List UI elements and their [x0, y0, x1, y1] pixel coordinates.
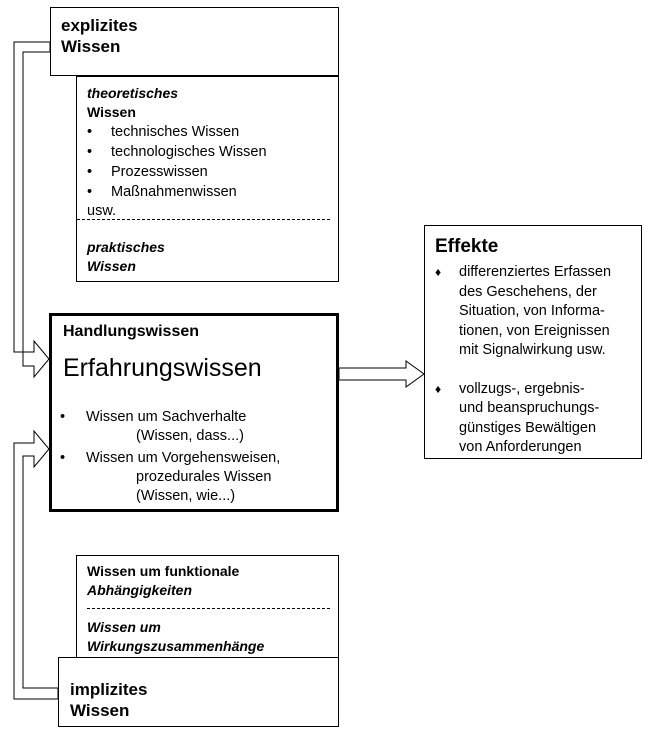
- effekte-box: Effekte ♦ differenziertes Erfassen des G…: [424, 225, 642, 459]
- dashed-divider: [87, 608, 330, 609]
- effekt2-line: vollzugs-, ergebnis-: [459, 380, 585, 397]
- bullet-icon: •: [87, 144, 93, 160]
- diamond-icon: ♦: [435, 265, 442, 279]
- arrow-handlung-to-effekte: [338, 360, 425, 388]
- effekt1-line: Situation, von Informa-: [459, 303, 605, 319]
- explizit-title-line1: explizites: [61, 16, 138, 35]
- praktisch-heading: praktisches: [87, 239, 165, 255]
- bullet-icon: •: [60, 409, 66, 425]
- bullet-icon: •: [87, 184, 93, 200]
- bullet-icon: •: [87, 164, 93, 180]
- effekt-item: ♦ differenziertes Erfassen des Geschehen…: [435, 263, 611, 361]
- explizites-wissen-box: explizites Wissen: [50, 7, 339, 76]
- effekt1-line: mit Signalwirkung usw.: [459, 342, 606, 358]
- diamond-icon: ♦: [435, 381, 442, 396]
- implizites-wissen-box: implizites Wissen: [58, 657, 339, 727]
- theoretisch-heading-line2: Wissen: [87, 104, 136, 120]
- theoretisch-heading: theoretisches: [87, 85, 179, 101]
- implizit-title-line2: Wissen: [70, 701, 130, 720]
- funktionale-wissen-box: Wissen um funktionale Abhängigkeiten Wis…: [76, 555, 339, 659]
- handlung-item2-line2: prozedurales Wissen: [136, 469, 272, 485]
- funktional-line3: Wissen um: [87, 619, 161, 635]
- funktional-line2: Abhängigkeiten: [87, 582, 193, 598]
- handlungswissen-box: Handlungswissen Erfahrungswissen •Wissen…: [49, 313, 339, 512]
- list-item: •technisches Wissen: [87, 124, 240, 140]
- implizit-title-line1: implizites: [70, 680, 148, 699]
- arrow-explizit-to-handlung: [13, 41, 51, 379]
- effekt1-line: differenziertes Erfassen: [459, 264, 612, 280]
- handlung-subtitle: Erfahrungswissen: [63, 354, 262, 382]
- arrow-implizit-to-handlung: [13, 429, 59, 700]
- effekt-item: ♦ vollzugs-, ergebnis- und beanspruchung…: [435, 380, 611, 458]
- handlung-item2-line3: (Wissen, wie...): [136, 488, 236, 504]
- effekt2-line: günstiges Bewältigen: [459, 419, 597, 436]
- handlung-title: Handlungswissen: [63, 323, 200, 340]
- effekt1-line: des Geschehens, der: [459, 283, 597, 300]
- explizit-title-line2: Wissen: [61, 37, 121, 56]
- effekt2-line: und beanspruchungs-: [459, 400, 600, 416]
- dashed-divider: [77, 219, 330, 220]
- theoretisches-wissen-box: theoretisches Wissen •technisches Wissen…: [76, 76, 339, 282]
- list-item: •Wissen um Vorgehensweisen,: [60, 450, 281, 466]
- effekt2-line: von Anforderungen: [459, 439, 582, 455]
- funktional-line1: Wissen um funktionale: [87, 563, 240, 579]
- list-item: •Maßnahmenwissen: [87, 184, 237, 200]
- funktional-line4: Wirkungszusammenhänge: [87, 638, 265, 654]
- effekte-title: Effekte: [435, 236, 499, 257]
- theoretisch-etc: usw.: [87, 203, 117, 219]
- bullet-icon: •: [60, 450, 66, 466]
- bullet-icon: •: [87, 124, 93, 140]
- handlung-item1-line2: (Wissen, dass...): [136, 428, 244, 444]
- list-item: •technologisches Wissen: [87, 144, 267, 160]
- effekt1-line: tionen, von Ereignissen: [459, 322, 610, 339]
- list-item: •Prozesswissen: [87, 164, 208, 180]
- list-item: •Wissen um Sachverhalte: [60, 409, 247, 425]
- praktisch-heading-line2: Wissen: [87, 258, 136, 274]
- theoretisch-list: •technisches Wissen •technologisches Wis…: [87, 122, 267, 202]
